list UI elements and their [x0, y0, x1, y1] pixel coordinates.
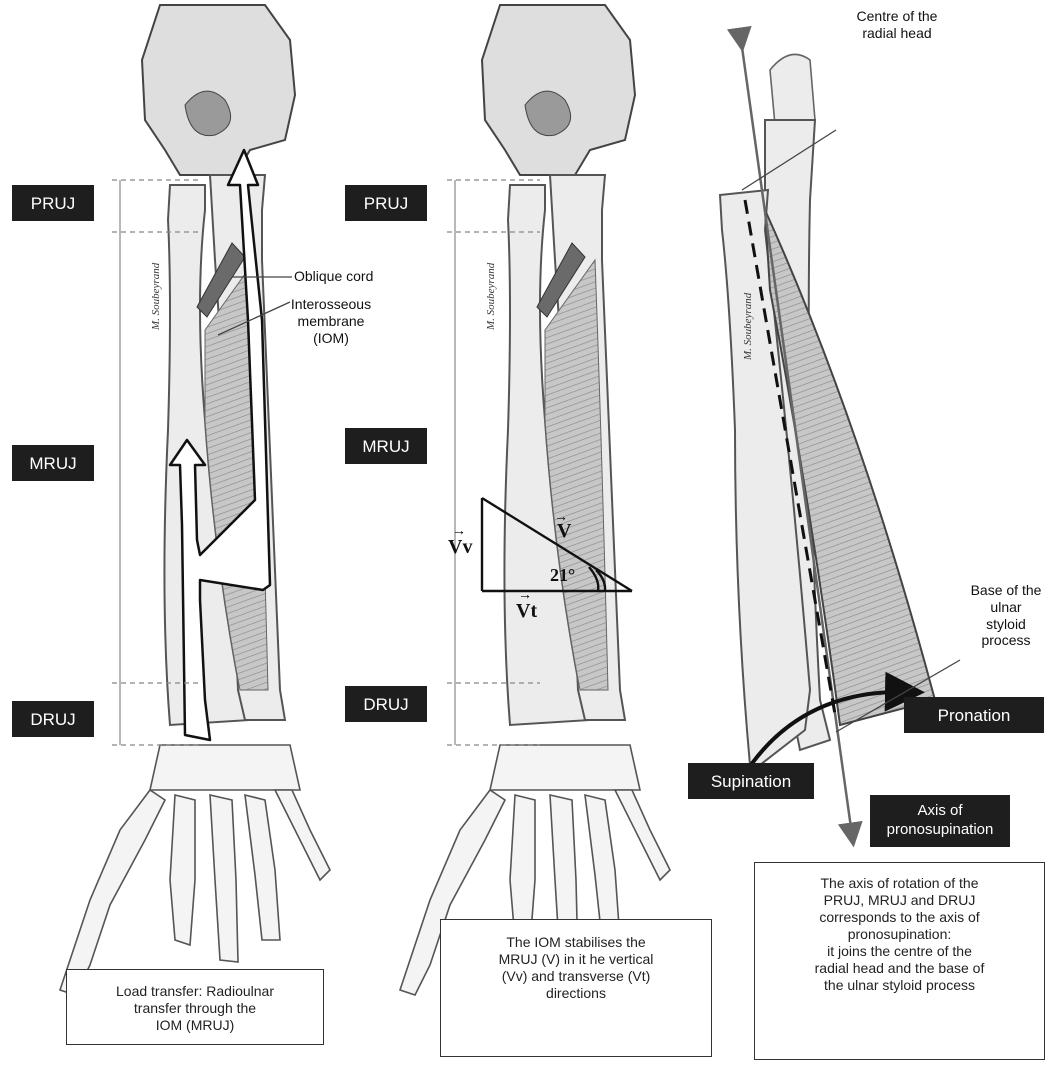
caption-line: IOM (MRUJ): [75, 1017, 315, 1034]
caption-line: The IOM stabilises the: [447, 934, 705, 951]
pruj-label: PRUJ: [12, 185, 94, 221]
caption-line: PRUJ, MRUJ and DRUJ: [761, 892, 1038, 909]
caption-line: The axis of rotation of the: [761, 875, 1038, 892]
caption-line: MRUJ (V) in it he vertical: [447, 951, 705, 968]
supination-label: Supination: [688, 763, 814, 799]
hand-bones: [60, 745, 330, 995]
caption-line: Load transfer: Radioulnar: [75, 983, 315, 1000]
artist-signature: M. Soubeyrand: [150, 263, 162, 330]
axis-label-line: Axis of: [917, 802, 962, 821]
iom-label-line: Interosseous: [282, 296, 380, 313]
caption-line: (Vv) and transverse (Vt): [447, 968, 705, 985]
styloid-base-line: ulnar: [962, 599, 1050, 616]
caption-line: directions: [447, 985, 705, 1002]
artist-signature: M. Soubeyrand: [742, 293, 754, 360]
mruj-label: MRUJ: [12, 445, 94, 481]
vector-v-arrow: →: [554, 508, 568, 524]
iom-label: Interosseous membrane (IOM): [282, 296, 380, 346]
caption-line: the ulnar styloid process: [761, 977, 1038, 994]
panel-3-caption: The axis of rotation of the PRUJ, MRUJ a…: [754, 862, 1045, 1060]
styloid-base-line: styloid: [962, 616, 1050, 633]
pruj-label: PRUJ: [345, 185, 427, 221]
oblique-cord-label: Oblique cord: [294, 268, 373, 285]
vector-vt-label: Vt: [516, 600, 537, 623]
panel-2-caption: The IOM stabilises the MRUJ (V) in it he…: [440, 919, 712, 1057]
radial-head-line: Centre of the: [832, 8, 962, 25]
caption-line: corresponds to the axis of: [761, 909, 1038, 926]
caption-line: pronosupination:: [761, 926, 1038, 943]
caption-line: it joins the centre of the: [761, 943, 1038, 960]
druj-label: DRUJ: [345, 686, 427, 722]
vector-vt-arrow: →: [518, 586, 532, 602]
axis-label: Axis of pronosupination: [870, 795, 1010, 847]
vector-vv-label: Vv: [448, 536, 472, 559]
humerus-distal: [482, 5, 635, 175]
panel-1-forearm: [60, 5, 330, 995]
angle-label: 21°: [550, 565, 575, 586]
panel-1-caption: Load transfer: Radioulnar transfer throu…: [66, 969, 324, 1045]
vector-vv-arrow: →: [452, 522, 466, 538]
radial-head-line: radial head: [832, 25, 962, 42]
druj-label: DRUJ: [12, 701, 94, 737]
pronation-label: Pronation: [904, 697, 1044, 733]
styloid-base-label: Base of the ulnar styloid process: [962, 582, 1050, 649]
iom-label-line: membrane: [282, 313, 380, 330]
radial-head-label: Centre of the radial head: [832, 8, 962, 42]
artist-signature: M. Soubeyrand: [485, 263, 497, 330]
panel-2-forearm: [400, 5, 670, 995]
styloid-base-line: Base of the: [962, 582, 1050, 599]
caption-line: transfer through the: [75, 1000, 315, 1017]
axis-label-line: pronosupination: [887, 821, 994, 840]
caption-line: radial head and the base of: [761, 960, 1038, 977]
humerus-distal: [142, 5, 295, 175]
mruj-label: MRUJ: [345, 428, 427, 464]
iom-label-line: (IOM): [282, 330, 380, 347]
styloid-base-line: process: [962, 632, 1050, 649]
